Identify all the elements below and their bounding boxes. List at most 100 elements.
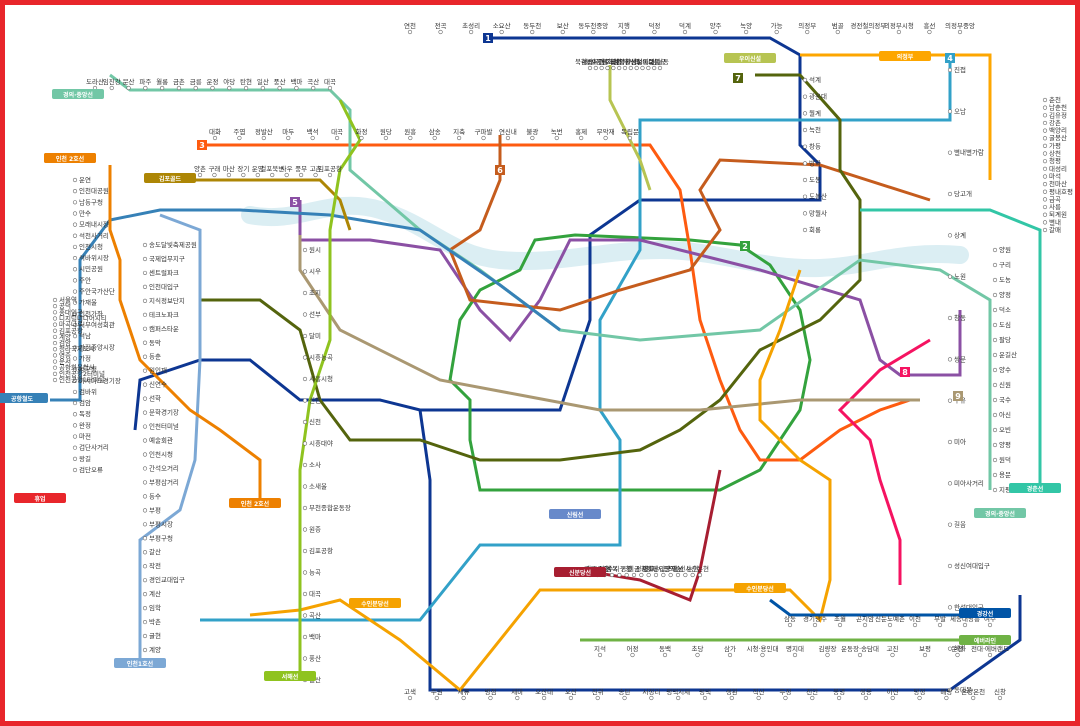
station-dot [270, 172, 275, 178]
station-dot [646, 572, 651, 578]
line-badge-bg [52, 89, 104, 99]
station-label: 백마 [309, 632, 321, 641]
line6-path [448, 135, 931, 312]
station-label: 원덕 [999, 455, 1011, 464]
station-dot [72, 467, 78, 473]
station-label: 4.19 민주묘지 [581, 57, 621, 66]
station-dot [887, 622, 893, 628]
station-dot [52, 334, 58, 340]
station-dot [142, 578, 148, 583]
line-number: 4 [947, 54, 953, 63]
station-dot [622, 65, 628, 71]
station-dot [760, 652, 765, 658]
station-label: 마두 [282, 127, 294, 136]
station-label: 탕정 [914, 687, 926, 696]
station-dot [653, 572, 659, 578]
station-dot [72, 345, 78, 350]
line-badge-label: 휴업 [34, 495, 45, 503]
line-badge-bg [554, 567, 606, 577]
station-dot [802, 127, 808, 133]
station-label: 무악재 [597, 128, 615, 136]
station-dot [579, 135, 584, 141]
line-badge-suin_bundang: 수인분당선 [734, 583, 786, 593]
station-dot [802, 194, 808, 199]
station-label: 주엽 [233, 127, 245, 136]
station-dot [727, 652, 733, 658]
station-label: 곤지암 [856, 614, 874, 623]
gyeongchun-line [860, 208, 1042, 490]
station-label: 노원 [954, 272, 966, 281]
station-dot [260, 85, 265, 91]
station-label: 동수 [149, 492, 161, 500]
line5-path [298, 200, 962, 377]
station-dot [947, 191, 953, 197]
station-label: 야당 [223, 77, 235, 86]
station-label: 대화 [209, 128, 221, 136]
station-dot [640, 65, 645, 71]
station-dot [947, 67, 953, 73]
station-dot [72, 200, 78, 205]
station-dot [912, 622, 918, 628]
station-label: 삼가 [724, 644, 736, 653]
station-label: 만수 [79, 208, 91, 217]
station-label: 진접 [954, 65, 966, 74]
station-dot [810, 695, 815, 701]
station-dot [756, 695, 761, 701]
line-number: 6 [497, 166, 503, 175]
station-dot [1042, 143, 1048, 148]
line-badge-bg [0, 393, 48, 403]
station-label: 온양온천 [961, 687, 985, 696]
station-label: 동춘 [149, 352, 161, 361]
station-label: 삼동 [784, 614, 796, 623]
station-label: 녹양 [740, 22, 752, 30]
station-label: 서울역 [59, 295, 77, 304]
station-label: 양정 [999, 290, 1011, 299]
station-dot [825, 652, 830, 658]
station-label: 미아사거리 [954, 478, 984, 487]
line-badge-bg [974, 508, 1026, 518]
station-label: 원흥 [404, 127, 416, 136]
station-dot [992, 472, 998, 478]
station-label: 대곡 [309, 590, 321, 598]
station-label: 의정부중앙 [945, 21, 975, 30]
station-label: 판교 [643, 564, 655, 573]
station-label: 논현 [687, 565, 699, 573]
station-label: 세마 [511, 687, 523, 696]
station-dot [668, 572, 673, 578]
station-label: 미금 [628, 564, 640, 573]
line-badge-label: 우이신설 [739, 55, 762, 63]
station-label: 지석 [594, 644, 606, 653]
station-label: 홍대입구 [59, 307, 83, 316]
station-label: 김포공항 [59, 326, 83, 335]
station-dot [302, 333, 308, 339]
station-dot [72, 322, 78, 328]
station-label: 마곡나루 [59, 320, 83, 329]
station-dot [461, 695, 466, 701]
station-label: 인천시청 [79, 242, 103, 251]
station-label: 운연 [79, 176, 91, 184]
station-dot [1042, 105, 1048, 110]
station-dot [862, 622, 868, 628]
station-label: 북한산우이 [575, 57, 605, 66]
station-dot [142, 494, 148, 499]
station-dot [142, 382, 148, 387]
station-label: 백양리 [1049, 126, 1067, 135]
station-dot [72, 211, 78, 216]
station-dot [947, 357, 953, 362]
station-label: 운양 [252, 165, 264, 173]
station-dot [802, 111, 808, 116]
station-dot [72, 400, 78, 406]
station-dot [109, 85, 114, 91]
station-dot [805, 29, 810, 35]
station-dot [142, 606, 148, 611]
station-label: 동백 [659, 644, 671, 653]
station-dot [802, 177, 808, 183]
station-label: 부평 [149, 505, 161, 514]
station-dot [605, 65, 610, 71]
station-label: 부천종합운동장 [309, 503, 351, 512]
station-dot [237, 135, 242, 141]
station-dot [302, 441, 308, 446]
line-badge-bg [114, 658, 166, 668]
station-dot [947, 687, 953, 693]
station-label: 박촌 [149, 617, 161, 626]
